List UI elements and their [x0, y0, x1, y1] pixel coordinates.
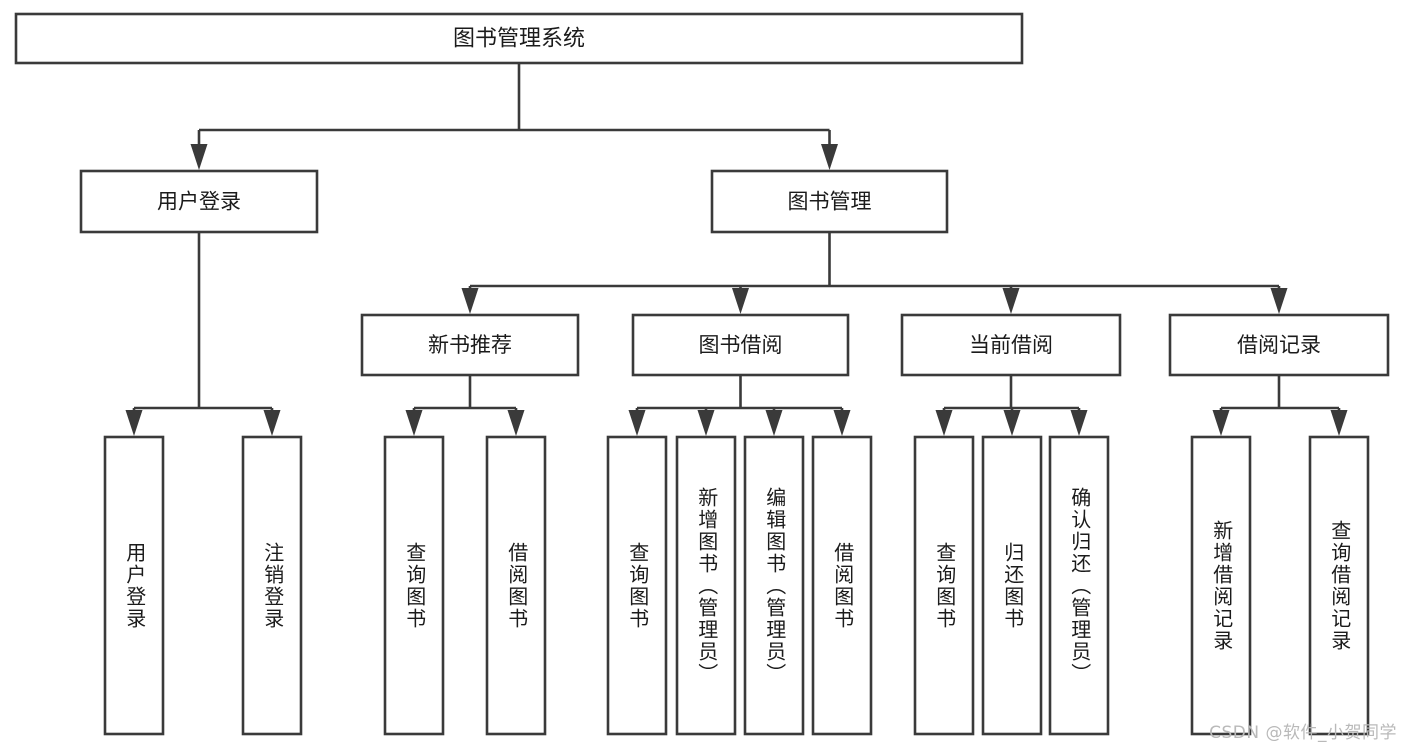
- node-label-borrow-record: 借阅记录: [1237, 333, 1321, 357]
- node-box-leaf-query-book-3[interactable]: [913, 435, 975, 736]
- node-box-leaf-return-book[interactable]: [981, 435, 1043, 736]
- node-box-book-borrow[interactable]: [631, 313, 850, 377]
- node-label-book-management: 图书管理: [788, 190, 872, 214]
- watermark-text: CSDN @软件_小贺同学: [1209, 723, 1397, 743]
- node-box-leaf-query-book-1[interactable]: [383, 435, 445, 736]
- node-box-leaf-user-login[interactable]: [103, 435, 165, 736]
- node-box-layer: [14, 12, 1390, 736]
- node-box-leaf-confirm-return-admin[interactable]: [1048, 435, 1110, 736]
- node-box-leaf-borrow-book-2[interactable]: [811, 435, 873, 736]
- connector-layer: [125, 63, 1348, 436]
- node-box-book-management[interactable]: [710, 169, 949, 234]
- node-box-root[interactable]: [14, 12, 1024, 65]
- node-label-root: 图书管理系统: [453, 27, 585, 52]
- node-label-new-book-recommend: 新书推荐: [428, 333, 512, 357]
- node-box-borrow-record[interactable]: [1168, 313, 1390, 377]
- node-label-book-borrow: 图书借阅: [699, 333, 783, 357]
- node-box-current-borrow[interactable]: [900, 313, 1122, 377]
- node-box-leaf-query-book-2[interactable]: [606, 435, 668, 736]
- node-box-new-book-recommend[interactable]: [360, 313, 580, 377]
- node-box-user-login[interactable]: [79, 169, 319, 234]
- node-box-leaf-logout-login[interactable]: [241, 435, 303, 736]
- node-label-user-login: 用户登录: [157, 190, 241, 214]
- node-box-leaf-add-borrow-record[interactable]: [1190, 435, 1252, 736]
- node-box-leaf-edit-book-admin[interactable]: [743, 435, 805, 736]
- node-box-leaf-add-book-admin[interactable]: [675, 435, 737, 736]
- node-box-leaf-query-borrow-record[interactable]: [1308, 435, 1370, 736]
- node-box-leaf-borrow-book-1[interactable]: [485, 435, 547, 736]
- node-label-current-borrow: 当前借阅: [969, 333, 1053, 357]
